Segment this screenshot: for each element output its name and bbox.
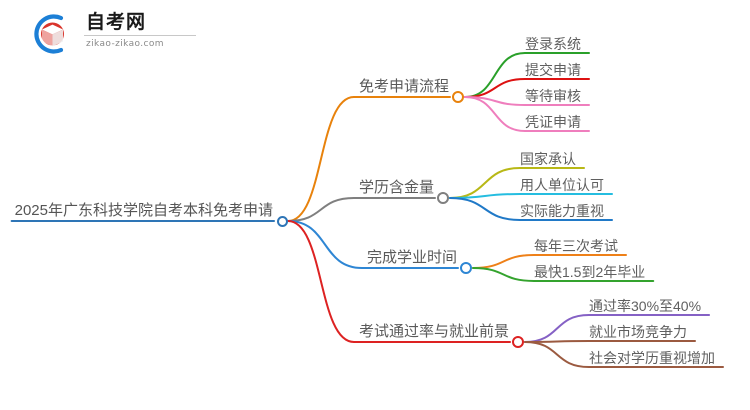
leaf-label-3-1: 就业市场竞争力 xyxy=(589,324,687,340)
branch-label-0: 免考申请流程 xyxy=(358,78,449,95)
logo-text-block: 自考网 zikao-zikao.com xyxy=(84,12,196,49)
leaf-label-3-2: 社会对学历重视增加 xyxy=(589,350,715,366)
branch-node-dot-3[interactable] xyxy=(512,336,524,348)
branch-node-dot-0[interactable] xyxy=(452,91,464,103)
leaf-label-3-0: 通过率30%至40% xyxy=(589,298,702,314)
leaf-label-1-0: 国家承认 xyxy=(520,151,576,167)
leaf-label-1-2: 实际能力重视 xyxy=(520,203,604,219)
branch-node-dot-1[interactable] xyxy=(437,192,449,204)
leaf-label-1-1: 用人单位认可 xyxy=(520,177,604,193)
leaf-label-0-3: 凭证申请 xyxy=(525,114,581,130)
root-node-label: 2025年广东科技学院自考本科免考申请 xyxy=(14,202,273,219)
leaf-label-0-2: 等待审核 xyxy=(525,88,581,104)
branch-label-2: 完成学业时间 xyxy=(366,249,457,266)
leaf-label-2-1: 最快1.5到2年毕业 xyxy=(534,264,646,280)
logo-title: 自考网 xyxy=(84,12,196,36)
branch-label-1: 学历含金量 xyxy=(358,179,434,196)
leaf-label-0-0: 登录系统 xyxy=(525,36,581,52)
site-logo[interactable]: 自考网 zikao-zikao.com xyxy=(28,8,198,60)
leaf-label-0-1: 提交申请 xyxy=(525,62,581,78)
zikao-circle-book-logo-icon xyxy=(28,12,74,56)
branch-node-dot-2[interactable] xyxy=(460,262,472,274)
root-node-dot[interactable] xyxy=(276,215,288,227)
logo-subtitle: zikao-zikao.com xyxy=(86,39,164,49)
leaf-label-2-0: 每年三次考试 xyxy=(534,238,618,254)
branch-label-3: 考试通过率与就业前景 xyxy=(358,323,509,340)
